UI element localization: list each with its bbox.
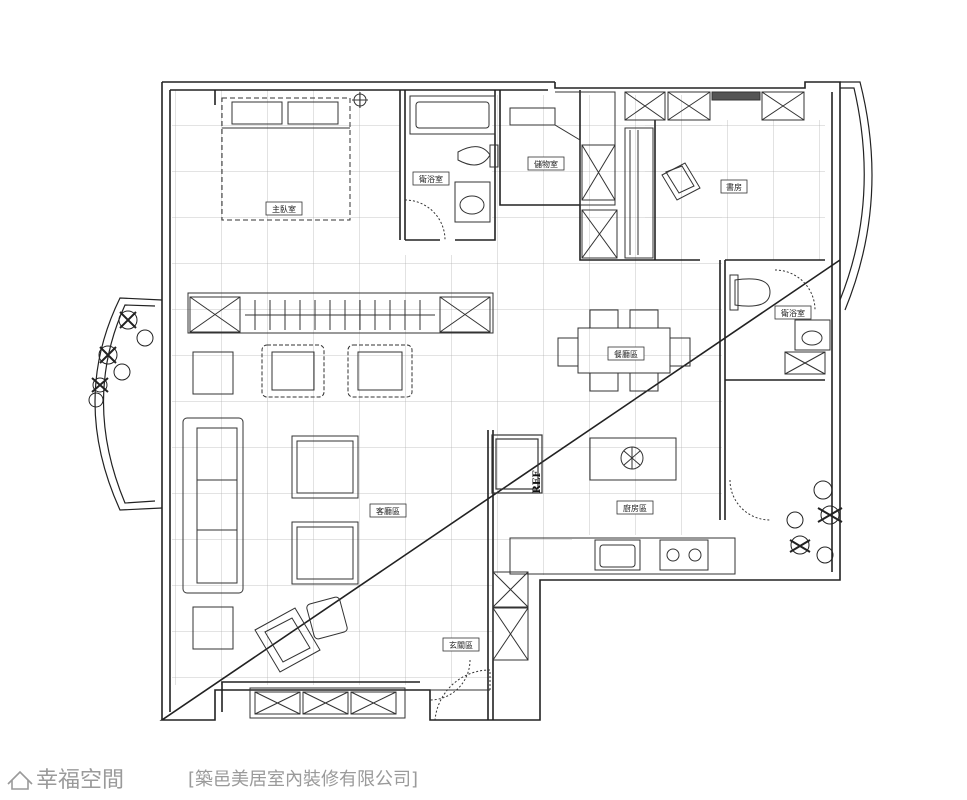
balcony-plants-left — [88, 310, 154, 408]
tv-cabinet — [249, 687, 406, 719]
bathroom-2-fixtures — [729, 269, 831, 375]
entrance-shoe-cabinets — [492, 571, 529, 661]
living-sofa — [182, 417, 244, 594]
bathroom-1-fixtures — [404, 95, 499, 241]
storage-shelves — [509, 91, 618, 259]
room-label-study: 書房 — [720, 179, 748, 194]
watermark-brand: 幸福空間 — [36, 768, 124, 793]
svg-text:餐廳區: 餐廳區 — [614, 349, 638, 359]
fridge-label: REF — [532, 470, 543, 493]
room-label-dining: 餐廳區 — [607, 346, 645, 361]
built-in-cabinet-row — [187, 292, 494, 334]
room-label-kitchen: 廚房區 — [616, 500, 654, 515]
coffee-tables — [291, 435, 359, 585]
room-label-entrance: 玄關區 — [442, 637, 480, 652]
refrigerator — [491, 434, 543, 494]
svg-text:廚房區: 廚房區 — [623, 503, 647, 513]
svg-text:衛浴室: 衛浴室 — [781, 308, 805, 318]
study-chair — [661, 162, 701, 201]
room-label-master-bedroom: 主臥室 — [265, 201, 303, 216]
room-label-bathroom-2: 衛浴室 — [774, 305, 812, 320]
curved-window-right — [839, 81, 873, 311]
floor-lamp-icon — [352, 92, 368, 108]
svg-text:主臥室: 主臥室 — [272, 204, 296, 214]
room-label-storage: 儲物室 — [527, 156, 565, 171]
svg-text:玄關區: 玄關區 — [449, 640, 473, 650]
kitchen-island — [589, 437, 677, 481]
svg-text:書房: 書房 — [726, 182, 742, 192]
floor-tile-grid — [172, 90, 825, 685]
entrance-door — [429, 659, 491, 721]
room-label-bathroom-1: 衛浴室 — [412, 171, 450, 186]
bay-window-left — [94, 297, 163, 511]
lounge-chairs — [192, 596, 348, 673]
dining-table-set — [557, 309, 691, 392]
balcony-plants-right — [786, 480, 843, 564]
svg-text:儲物室: 儲物室 — [534, 159, 558, 169]
island-plant-icon — [620, 446, 644, 470]
house-outline-icon — [7, 770, 33, 790]
room-label-living: 客廳區 — [369, 503, 407, 518]
kitchen-counter — [509, 479, 771, 575]
svg-text:衛浴室: 衛浴室 — [419, 174, 443, 184]
watermark-credit: [築邑美居室內裝修有限公司] — [188, 769, 418, 790]
living-armchairs — [192, 344, 413, 398]
master-bed — [221, 97, 351, 221]
svg-text:客廳區: 客廳區 — [376, 506, 400, 516]
study-wardrobe — [624, 91, 805, 259]
